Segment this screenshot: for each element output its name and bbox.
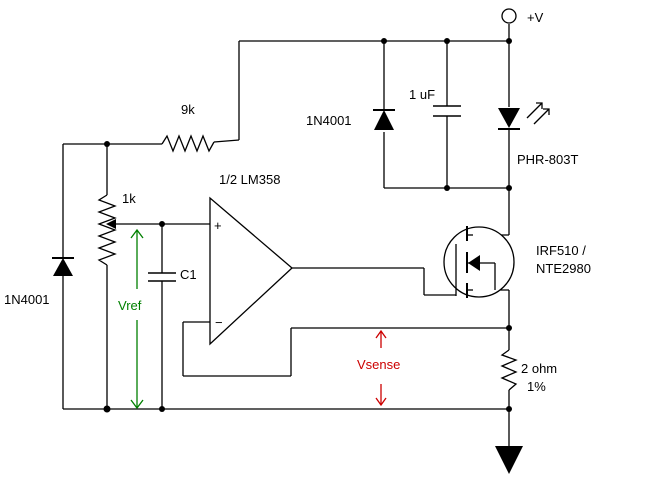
junctions [103,38,512,413]
resistor-2ohm-label-line1: 2 ohm [521,361,557,376]
led [498,108,520,130]
wires [62,24,510,446]
junction-dot [159,406,165,412]
junction-dot [506,406,512,412]
opamp-minus-sign: − [215,315,223,330]
capacitor-c1 [148,272,176,282]
capacitor-1uf-label: 1 uF [409,87,435,102]
resistor-9k-label: 9k [181,102,195,117]
diode-left [52,257,74,276]
junction-dot [104,141,110,147]
junction-dot [103,405,111,413]
mosfet [443,226,515,298]
opamp-label: 1/2 LM358 [219,172,280,187]
potentiometer-label: 1k [122,191,136,206]
opamp-plus-sign: + [214,218,222,233]
vsense-arrow [375,329,387,407]
junction-dot [506,325,512,331]
vsense-label: Vsense [357,357,400,372]
capacitor-1uf [433,105,461,117]
wiper-arrow-icon [106,219,116,229]
resistor-2ohm-label-line2: 1% [527,379,546,394]
junction-dot [381,38,387,44]
potentiometer-1k [97,194,117,266]
vref-arrow [130,228,144,410]
mosfet-label-line1: IRF510 / [536,243,586,258]
supply-label: +V [527,10,544,25]
supply-terminal [501,8,517,24]
junction-dot [444,185,450,191]
led-label: PHR-803T [517,152,578,167]
resistor-2ohm [500,349,518,391]
ground-icon [495,446,523,474]
opamp-triangle [209,196,293,346]
junction-dot [159,221,165,227]
diode-top-label: 1N4001 [306,113,352,128]
diode-top [373,109,395,130]
junction-dot [506,185,512,191]
junction-dot [444,38,450,44]
vref-label: Vref [118,298,142,313]
junction-dot [506,38,512,44]
light-emission-icon [526,102,550,125]
mosfet-label-line2: NTE2980 [536,261,591,276]
capacitor-c1-label: C1 [180,267,197,282]
diode-left-label: 1N4001 [4,292,50,307]
resistor-9k [161,134,215,153]
